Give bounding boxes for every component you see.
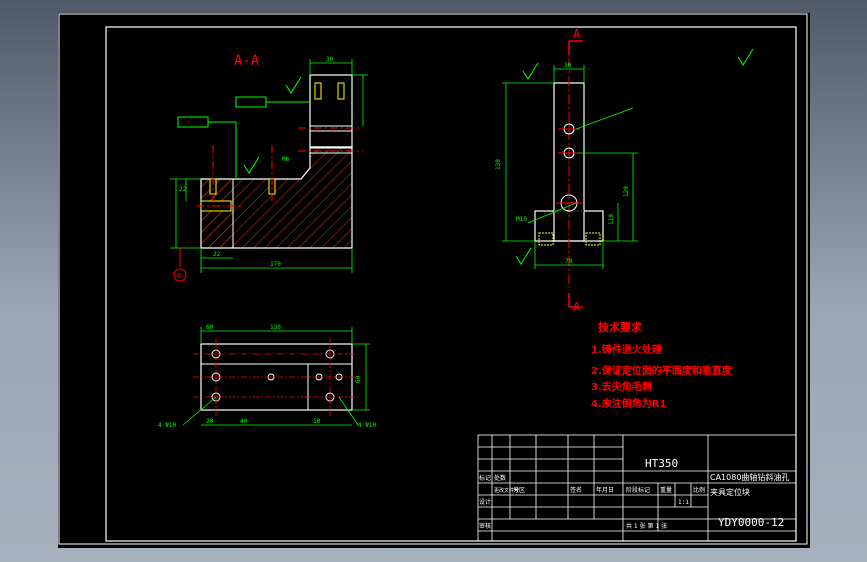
dim-side-height: 130	[495, 159, 502, 170]
cad-drawing: A-A	[58, 13, 808, 545]
section-mark-top: A	[573, 27, 581, 41]
title-row-label-4: 更改文件号	[494, 487, 519, 494]
title-row-label-3: 分区	[513, 486, 525, 494]
tech-req-item-1: 1.铸件退火处理	[591, 343, 662, 356]
section-title: A-A	[234, 53, 260, 69]
gdt-frame-1	[235, 96, 267, 108]
dim-sec-thread: M6	[282, 156, 290, 163]
datum-label: B	[177, 272, 181, 280]
sheet-inner-frame	[105, 26, 797, 542]
title-sheet-label: 共 1 张 第 1 张	[626, 522, 667, 530]
roughness-mark-4	[515, 247, 532, 265]
title-part-1: CA1080曲轴钻斜油孔	[710, 472, 789, 482]
section-dimensions	[170, 59, 368, 273]
title-row-label-6: 年月日	[596, 486, 614, 494]
top-view[interactable]: 130 60 60 40 20 10 4-Ψ10 4-Ψ10	[158, 324, 376, 429]
title-row-label-1: 标记	[479, 474, 491, 482]
roughness-mark-2	[243, 156, 260, 174]
technical-requirements: 技术要求 1.铸件退火处理 2.保证定位面的平面度和垂直度 3.去尖角毛刺 4.…	[591, 320, 733, 410]
side-slot-right	[585, 232, 601, 246]
tech-req-item-3: 3.去尖角毛刺	[591, 380, 652, 393]
title-row-label-2: 处数	[494, 474, 506, 482]
title-block[interactable]	[477, 434, 797, 542]
dim-top-hole-note: 4-Ψ10	[158, 422, 176, 429]
dim-side-width: 30	[564, 62, 572, 69]
title-drawing-number: YDY0000-12	[718, 516, 784, 529]
dim-top-d1: 40	[240, 418, 248, 425]
dim-sec-left-part: 22	[213, 251, 221, 258]
title-designer-row: 设计	[479, 498, 491, 506]
roughness-mark-3	[522, 62, 539, 80]
title-weight-label: 重量	[660, 486, 672, 494]
top-dimensions	[182, 327, 370, 426]
section-hole-2	[337, 82, 345, 100]
gdt-frame-2	[177, 116, 209, 128]
title-checker-row: 审核	[479, 522, 491, 530]
dim-sec-width-top: 30	[326, 56, 334, 63]
title-scale-value: 1:1	[678, 499, 689, 506]
dim-side-h1: 120	[623, 186, 630, 197]
section-upright	[309, 74, 353, 148]
title-part-2: 夹具定位块	[710, 487, 750, 497]
side-slot-left	[538, 232, 554, 246]
section-view-aa[interactable]: A-A	[170, 53, 368, 282]
roughness-mark-5	[737, 48, 754, 66]
title-scale-label: 比例	[693, 486, 705, 494]
side-dimensions	[502, 65, 638, 269]
title-stage-label: 阶段标记	[626, 486, 650, 494]
section-hole-1	[314, 82, 322, 100]
dim-sec-height-left: 22	[179, 186, 187, 193]
datum-marker	[173, 268, 187, 282]
side-view[interactable]: A A	[495, 27, 754, 314]
title-row-label-5: 签名	[570, 486, 582, 494]
drawing-viewport[interactable]: A-A	[58, 13, 810, 548]
section-left-boss	[200, 178, 234, 249]
dim-side-h2: 110	[608, 214, 615, 225]
dim-top-width: 130	[270, 324, 281, 331]
dim-top-hole-note-2: 4-Ψ10	[358, 422, 376, 429]
tech-req-item-2: 2.保证定位面的平面度和垂直度	[591, 364, 733, 377]
dim-side-base: 70	[565, 258, 573, 265]
dim-side-thread: M10	[516, 216, 527, 223]
top-centerlines	[193, 338, 358, 418]
dim-sec-total-width: 170	[270, 261, 281, 268]
tech-req-heading: 技术要求	[598, 320, 643, 334]
dim-top-offset: 60	[206, 324, 214, 331]
sheet-outer-frame	[58, 13, 808, 545]
dim-top-d2: 20	[206, 418, 214, 425]
roughness-mark-1	[285, 76, 302, 94]
tech-req-item-4: 4.未注倒角为R1	[591, 397, 666, 410]
dim-top-d3: 10	[313, 418, 321, 425]
dim-top-height: 60	[355, 375, 362, 383]
title-material: HT350	[645, 457, 678, 470]
